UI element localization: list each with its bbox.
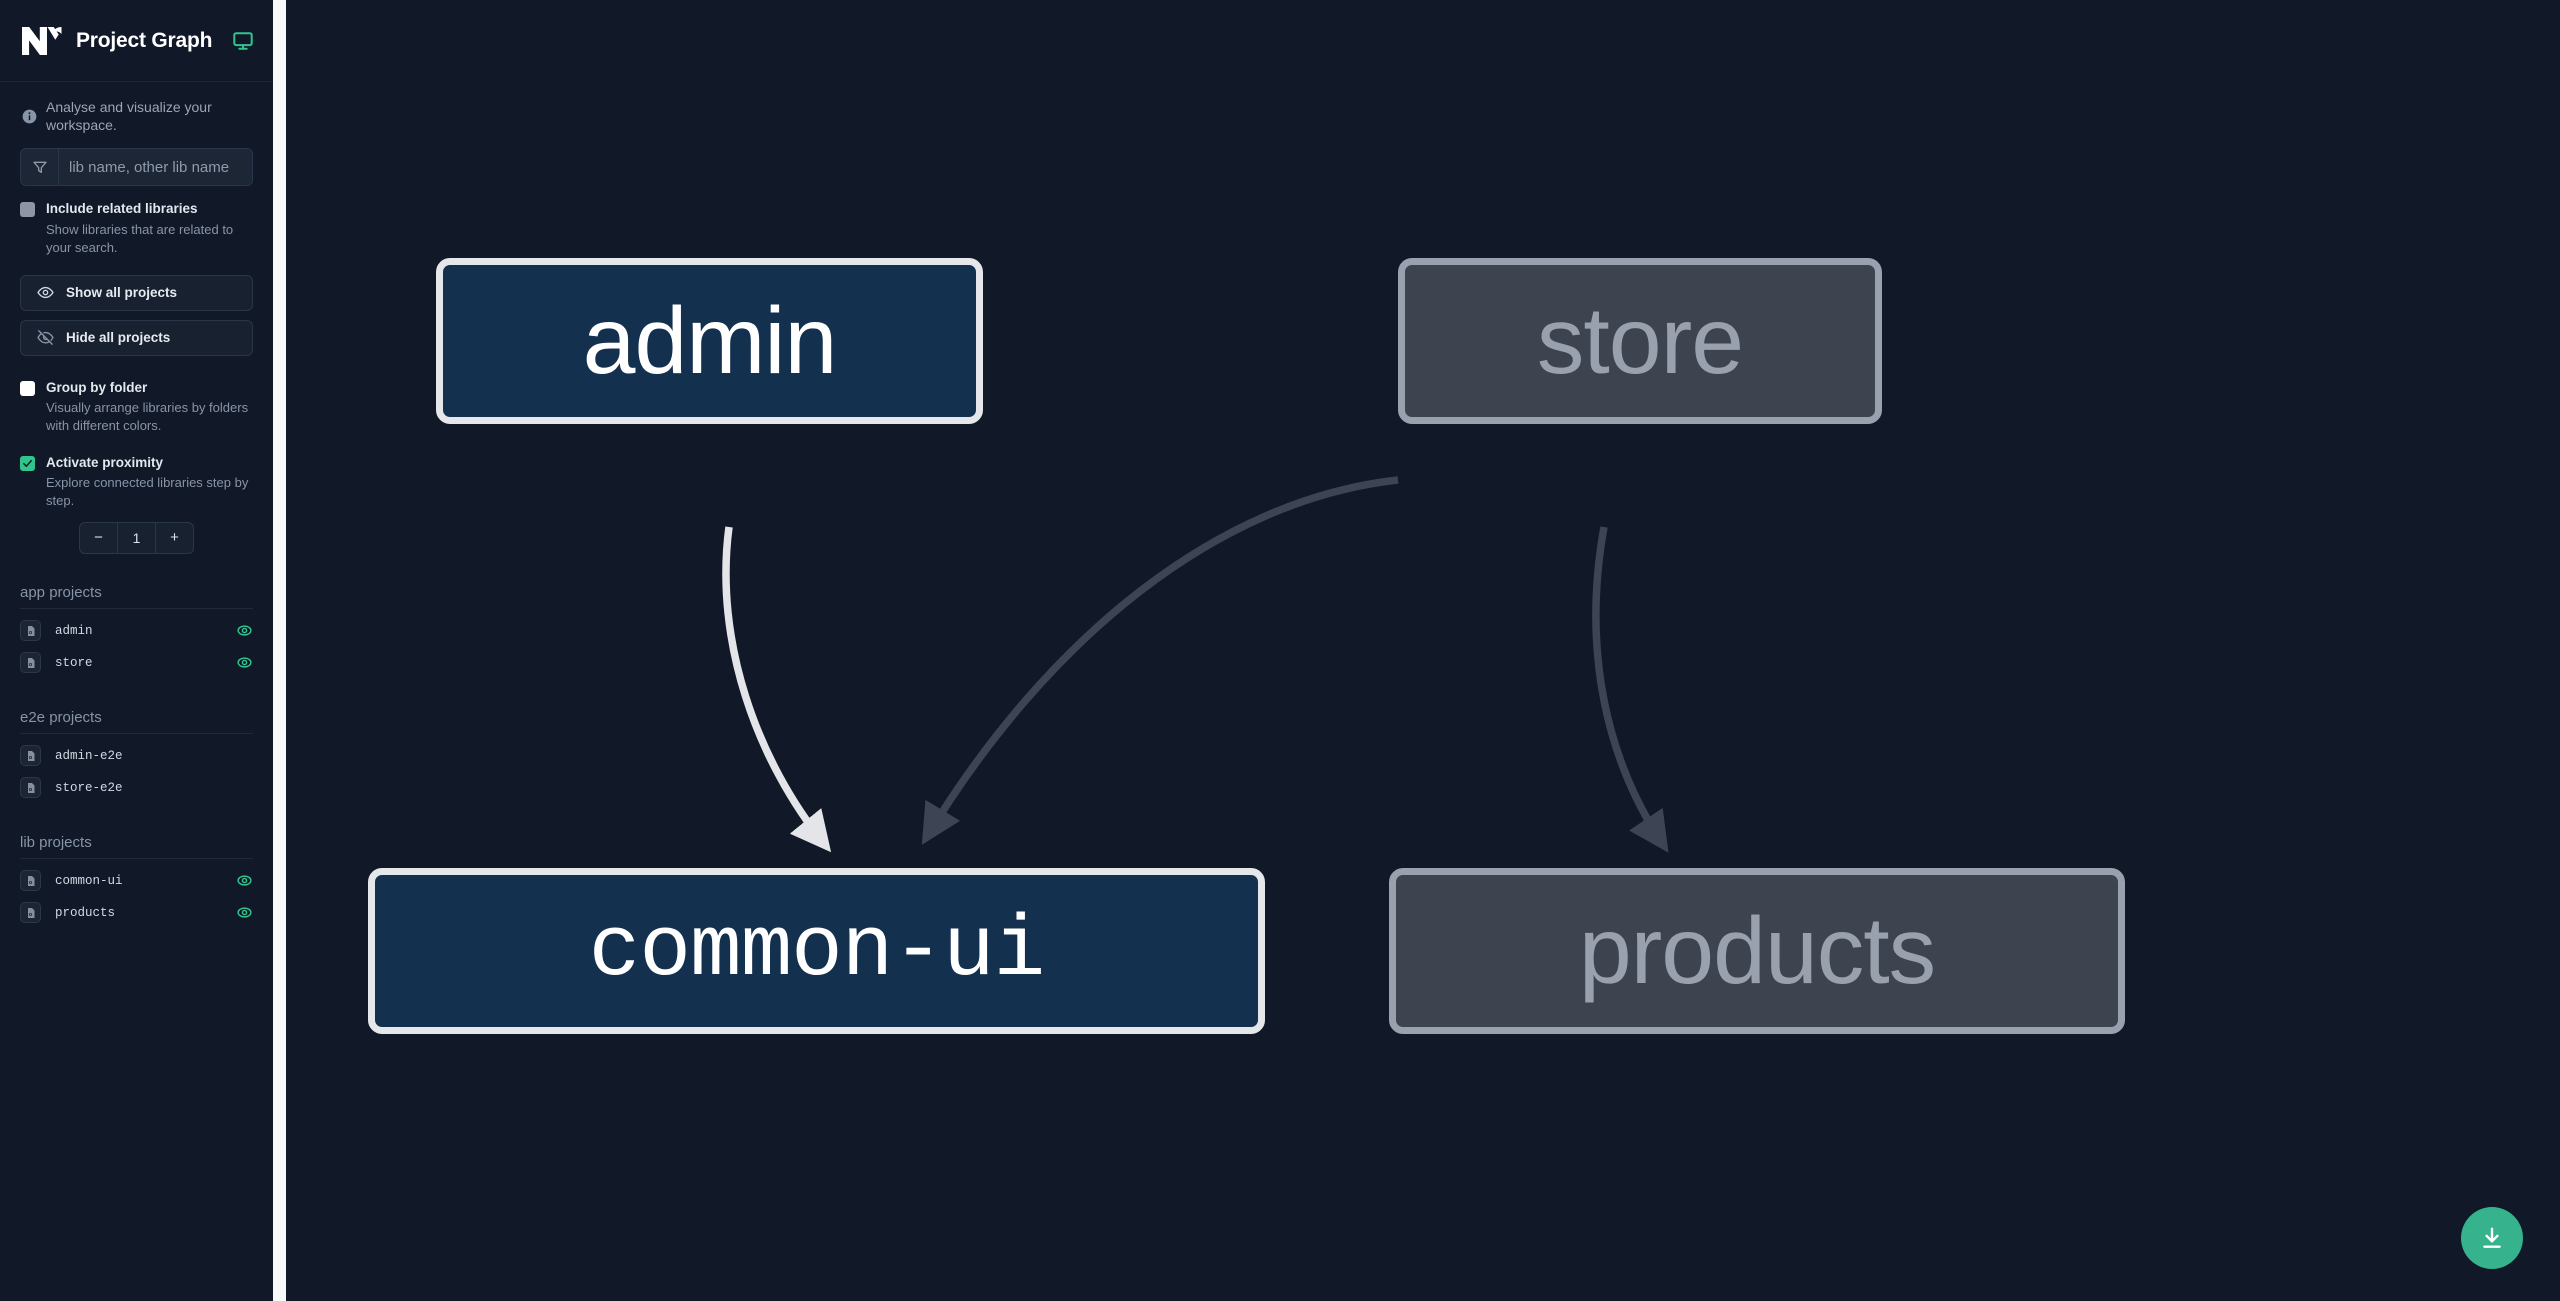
project-name: admin-e2e — [55, 748, 123, 763]
toggle-visibility-icon[interactable] — [236, 872, 253, 889]
search-input[interactable] — [59, 149, 252, 186]
project-row-common-ui[interactable]: common-ui — [20, 865, 253, 897]
proximity-stepper[interactable]: − 1 + — [79, 521, 194, 554]
graph-node-admin[interactable]: admin — [436, 258, 983, 424]
toggle-visibility-icon[interactable] — [236, 654, 253, 671]
option-activate-proximity[interactable]: Activate proximity Explore connected lib… — [20, 453, 253, 510]
project-name: common-ui — [55, 873, 123, 888]
graph-edges — [722, 476, 1669, 853]
monitor-icon[interactable] — [232, 30, 254, 52]
checkbox-group-by-folder[interactable] — [20, 380, 35, 396]
graph-node-label: store — [1536, 287, 1744, 394]
option-description: Visually arrange libraries by folders wi… — [46, 399, 249, 433]
sidebar-divider — [273, 0, 286, 1301]
project-group-lib: lib projects common-ui — [20, 834, 253, 929]
edge-store-to-products — [1592, 526, 1669, 853]
graph-node-label: admin — [582, 287, 838, 394]
edge-store-to-common-ui — [921, 476, 1399, 845]
graph-canvas[interactable]: admin store common-ui products — [286, 0, 2560, 1301]
eye-off-icon — [37, 330, 54, 345]
eye-icon — [37, 286, 54, 299]
search-field[interactable] — [20, 148, 253, 187]
hide-all-projects-label: Hide all projects — [66, 330, 171, 345]
download-image-button[interactable] — [2461, 1207, 2523, 1269]
toggle-visibility-icon[interactable] — [236, 622, 253, 639]
graph-node-label: common-ui — [588, 902, 1045, 1000]
nx-logo-icon — [20, 24, 62, 58]
project-row-admin-e2e[interactable]: admin-e2e — [20, 740, 253, 772]
sidebar-header: Project Graph — [0, 0, 273, 82]
edge-admin-to-common-ui — [722, 526, 832, 853]
project-name: store-e2e — [55, 780, 123, 795]
project-name: products — [55, 905, 116, 920]
graph-node-common-ui[interactable]: common-ui — [368, 868, 1265, 1034]
option-label: Include related libraries — [46, 201, 198, 217]
project-file-icon — [20, 745, 41, 767]
project-row-store[interactable]: store — [20, 647, 253, 679]
graph-node-store[interactable]: store — [1398, 258, 1882, 424]
filter-icon — [21, 149, 59, 186]
project-row-products[interactable]: products — [20, 897, 253, 929]
proximity-decrement-button[interactable]: − — [94, 529, 103, 547]
project-file-icon — [20, 620, 41, 642]
sidebar: Project Graph Analyse and visualize your… — [0, 0, 273, 1301]
option-description: Explore connected libraries step by step… — [46, 474, 249, 508]
project-file-icon — [20, 870, 41, 892]
project-row-store-e2e[interactable]: store-e2e — [20, 772, 253, 804]
checkbox-include-related[interactable] — [20, 202, 35, 218]
project-file-icon — [20, 777, 41, 799]
group-title: lib projects — [20, 834, 253, 859]
show-all-projects-label: Show all projects — [66, 285, 178, 300]
page-title: Project Graph — [76, 28, 213, 52]
proximity-increment-button[interactable]: + — [155, 522, 193, 553]
checkbox-activate-proximity[interactable] — [20, 455, 35, 471]
hide-all-projects-button[interactable]: Hide all projects — [20, 319, 253, 356]
info-icon — [22, 109, 37, 124]
option-label: Activate proximity — [46, 454, 164, 470]
project-group-app: app projects admin — [20, 584, 253, 679]
download-icon — [2483, 1227, 2501, 1248]
workspace-subtitle: Analyse and visualize your workspace. — [46, 99, 212, 134]
toggle-visibility-icon[interactable] — [236, 904, 253, 921]
project-file-icon — [20, 902, 41, 924]
group-title: app projects — [20, 584, 253, 609]
proximity-value: 1 — [117, 522, 155, 553]
graph-node-products[interactable]: products — [1389, 868, 2125, 1034]
option-label: Group by folder — [46, 379, 148, 395]
project-group-e2e: e2e projects admin-e2e — [20, 709, 253, 804]
group-title: e2e projects — [20, 709, 253, 734]
project-row-admin[interactable]: admin — [20, 615, 253, 647]
graph-node-label: products — [1578, 897, 1936, 1004]
option-description: Show libraries that are related to your … — [46, 221, 234, 255]
project-file-icon — [20, 652, 41, 674]
project-name: store — [55, 655, 93, 670]
show-all-projects-button[interactable]: Show all projects — [20, 274, 253, 311]
option-group-by-folder[interactable]: Group by folder Visually arrange librari… — [20, 378, 253, 435]
workspace-subtitle-row: Analyse and visualize your workspace. — [0, 82, 273, 148]
option-include-related[interactable]: Include related libraries Show libraries… — [20, 199, 253, 256]
project-name: admin — [55, 623, 93, 638]
sidebar-controls: Include related libraries Show libraries… — [0, 148, 273, 928]
